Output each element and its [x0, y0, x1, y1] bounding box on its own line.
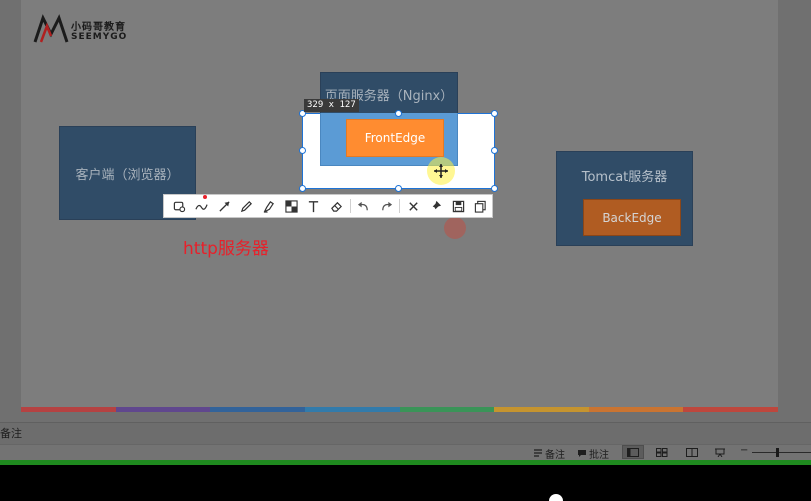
- cancel-icon[interactable]: [402, 195, 424, 217]
- grid-view-icon: [656, 447, 668, 457]
- color-bar-segment: [115, 407, 211, 412]
- mosaic-icon[interactable]: [280, 195, 302, 217]
- active-color-dot: [202, 195, 207, 199]
- color-bar-segment: [210, 407, 305, 412]
- resize-handle-right[interactable]: [491, 147, 498, 154]
- shape-tool-icon[interactable]: [168, 195, 190, 217]
- notes-icon: [534, 449, 542, 457]
- freehand-line-icon[interactable]: [190, 195, 212, 217]
- resize-handle-bottom[interactable]: [395, 185, 402, 192]
- text-tool-icon[interactable]: [303, 195, 325, 217]
- color-bar-segment: [683, 407, 778, 412]
- selection-size-badge: 329 x 127: [304, 99, 359, 112]
- color-bar-segment: [304, 407, 400, 412]
- color-bar-segment: [21, 407, 116, 412]
- highlighter-icon[interactable]: [258, 195, 280, 217]
- slide-sorter-button[interactable]: [651, 445, 673, 459]
- pin-icon[interactable]: [425, 195, 447, 217]
- reading-view-icon: [686, 447, 698, 457]
- zoom-out-button[interactable]: −: [740, 445, 749, 456]
- frontedge-box: FrontEdge: [346, 119, 444, 157]
- notes-button-label: 备注: [545, 450, 565, 461]
- resize-handle-top-right[interactable]: [491, 110, 498, 117]
- backedge-box: BackEdge: [583, 199, 681, 236]
- resize-handle-bottom-right[interactable]: [491, 185, 498, 192]
- toolbar-divider: [399, 199, 401, 213]
- taskbar-accent: [0, 460, 811, 465]
- eraser-icon[interactable]: [325, 195, 347, 217]
- arrow-icon[interactable]: [213, 195, 235, 217]
- backedge-label: BackEdge: [602, 210, 662, 225]
- comment-icon: [578, 450, 586, 457]
- color-bar-segment: [399, 407, 495, 412]
- color-bar-segment: [494, 407, 589, 412]
- comments-button-label: 批注: [589, 450, 609, 461]
- annotation-toolbar: [163, 194, 493, 218]
- bottom-black-bar: [0, 465, 811, 501]
- notes-placeholder: 备注: [0, 427, 22, 440]
- slide-color-bar: [21, 407, 778, 412]
- reading-view-button[interactable]: [681, 445, 703, 459]
- zoom-slider[interactable]: [752, 452, 811, 453]
- move-cursor-icon: [427, 157, 455, 185]
- resize-handle-bottom-left[interactable]: [299, 185, 306, 192]
- http-server-label: http服务器: [183, 239, 269, 259]
- zoom-slider-thumb[interactable]: [776, 448, 779, 457]
- seemygo-logo: 小码哥教育 SEEMYGO: [33, 14, 143, 44]
- resize-handle-top[interactable]: [395, 110, 402, 117]
- slideshow-icon: [715, 448, 725, 457]
- redo-icon[interactable]: [375, 195, 397, 217]
- logo-mark-icon: [33, 14, 69, 43]
- tomcat-box-label: Tomcat服务器: [581, 170, 668, 185]
- logo-chinese-text: 小码哥教育: [71, 22, 126, 33]
- color-bar-segment: [588, 407, 684, 412]
- status-bar: [0, 444, 811, 460]
- frontedge-label: FrontEdge: [364, 131, 426, 145]
- progress-indicator-dot: [549, 494, 563, 501]
- click-indicator: [444, 217, 466, 239]
- client-box-label: 客户端（浏览器）: [75, 167, 180, 183]
- save-icon[interactable]: [447, 195, 469, 217]
- slideshow-button[interactable]: [709, 445, 731, 459]
- normal-view-button[interactable]: [622, 445, 644, 459]
- comments-button[interactable]: 批注: [577, 446, 609, 461]
- notes-pane[interactable]: [0, 422, 811, 444]
- resize-handle-top-left[interactable]: [299, 110, 306, 117]
- normal-view-icon: [627, 447, 639, 457]
- resize-handle-left[interactable]: [299, 147, 306, 154]
- toolbar-divider: [349, 199, 351, 213]
- pencil-icon[interactable]: [235, 195, 257, 217]
- logo-english-text: SEEMYGO: [71, 32, 128, 42]
- undo-icon[interactable]: [352, 195, 374, 217]
- copy-icon[interactable]: [470, 195, 492, 217]
- notes-button[interactable]: 备注: [533, 446, 565, 461]
